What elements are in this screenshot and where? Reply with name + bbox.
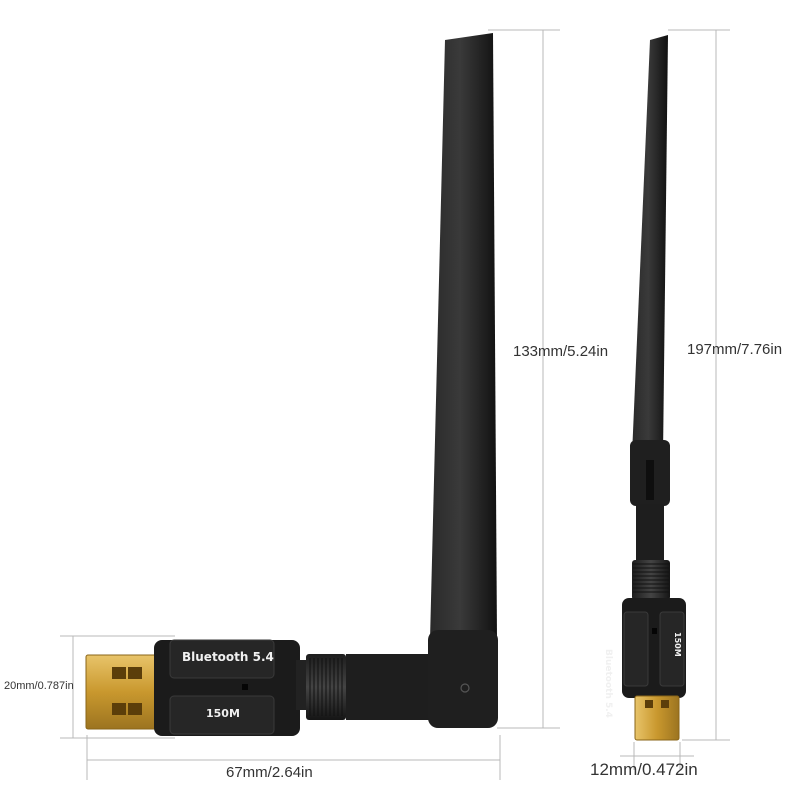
antenna-height-label: 133mm/5.24in [513, 343, 609, 360]
side-bluetooth-label: Bluetooth 5.4 [603, 649, 613, 718]
side-thickness-label: 12mm/0.472in [590, 760, 698, 779]
antenna-connector-front [296, 654, 434, 720]
antenna-front [428, 33, 498, 728]
total-length-label: 67mm/2.64in [226, 764, 313, 781]
dimension-lines-front [60, 29, 560, 780]
front-rate-label: 150M [206, 707, 240, 720]
dimension-lines-side [620, 29, 730, 770]
adapter-body-side [622, 598, 686, 698]
total-height-label: 197mm/7.76in [687, 341, 783, 358]
side-rate-label: 150M [673, 632, 682, 657]
front-bluetooth-label: Bluetooth 5.4 [182, 650, 274, 664]
body-height-label: 20mm/0.787in [4, 680, 74, 692]
antenna-side [630, 35, 670, 506]
adapter-body-front [154, 639, 300, 736]
usb-connector-side [634, 695, 680, 741]
antenna-connector-side [632, 504, 670, 600]
usb-connector-front [85, 654, 159, 730]
